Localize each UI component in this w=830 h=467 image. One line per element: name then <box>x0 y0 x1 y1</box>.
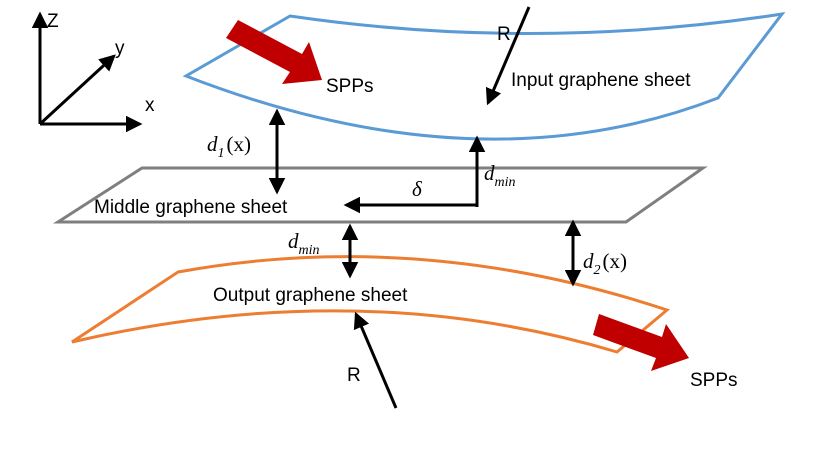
y-axis <box>38 54 116 126</box>
x-axis-label: x <box>145 95 155 116</box>
input-graphene-sheet <box>182 11 786 141</box>
dmin-top-label: dmin <box>484 161 516 190</box>
middle-sheet-label: Middle graphene sheet <box>94 197 288 218</box>
spp-bottom-label: SPPs <box>690 370 738 391</box>
output-sheet-label: Output graphene sheet <box>213 285 408 306</box>
spp-top-label: SPPs <box>326 76 374 97</box>
coordinate-axes <box>31 11 143 133</box>
middle-graphene-sheet <box>52 166 708 224</box>
input-sheet-label: Input graphene sheet <box>511 70 691 91</box>
radius-top-label: R <box>497 24 511 45</box>
radius-bottom-arrow <box>353 311 398 409</box>
y-axis-label: y <box>115 38 125 59</box>
radius-top-arrow <box>485 6 531 106</box>
dmin-bottom-label: dmin <box>288 229 320 258</box>
d1-label: d1(x) <box>207 132 251 161</box>
radius-bottom-label: R <box>347 365 361 386</box>
z-axis-label: Z <box>47 11 59 32</box>
spp-input-arrow <box>226 20 322 84</box>
spp-output-arrow <box>593 314 689 371</box>
delta-label: δ <box>412 177 423 201</box>
d2-label: d2(x) <box>583 249 627 278</box>
